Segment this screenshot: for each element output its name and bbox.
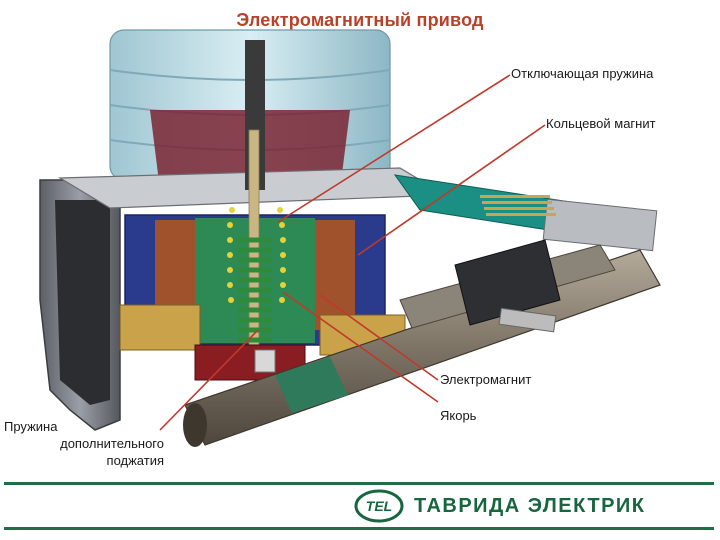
label-opening-spring: Отключающая пружина — [511, 66, 654, 81]
shaft-clamp — [454, 239, 561, 333]
control-board — [393, 174, 658, 252]
leader-ring-magnet — [357, 124, 546, 256]
actuator-illustration — [39, 29, 661, 447]
label-extra-spring-line2: дополнительного — [60, 436, 164, 451]
green-spring — [238, 237, 272, 343]
label-extra-spring: Пружина дополнительного поджатия — [4, 418, 164, 469]
housing-bracket — [39, 179, 121, 431]
nut — [254, 349, 276, 373]
leader-opening-spring — [277, 74, 511, 223]
yellow-spring — [227, 207, 286, 303]
footer-band — [4, 482, 714, 530]
label-armature: Якорь — [440, 408, 477, 423]
label-extra-spring-line1: Пружина — [4, 419, 58, 434]
tel-logo-icon: TEL — [354, 489, 404, 523]
logo-text: ТАВРИДА ЭЛЕКТРИК — [414, 494, 646, 517]
diagram-title: Электромагнитный привод — [236, 10, 484, 30]
leader-armature — [282, 291, 439, 403]
leader-extra-spring — [159, 329, 259, 431]
label-ring-magnet: Кольцевой магнит — [546, 116, 656, 131]
coil-assembly — [119, 214, 406, 356]
label-electromagnet: Электромагнит — [440, 372, 532, 387]
label-extra-spring-line3: поджатия — [106, 453, 164, 468]
logo-mark: TEL — [366, 498, 392, 514]
leader-lines — [159, 74, 546, 431]
brand-logo: TEL ТАВРИДА ЭЛЕКТРИК — [354, 488, 646, 524]
leader-electromagnet — [319, 294, 439, 381]
